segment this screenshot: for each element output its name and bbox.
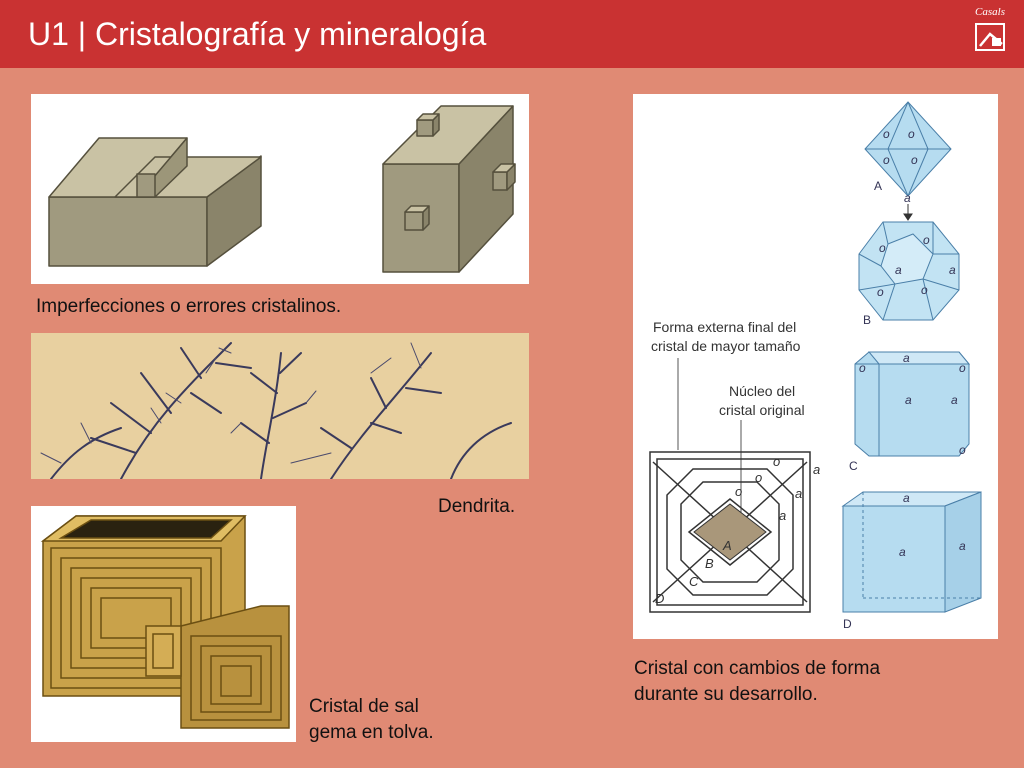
label-external-line1: Forma externa final del <box>653 319 796 335</box>
octahedron-face-o-3: o <box>883 153 890 167</box>
stageB-face-a-2: a <box>949 263 956 277</box>
arrow-label-a: a <box>904 191 911 205</box>
salt-crystal-figure <box>31 506 296 742</box>
stageC-face-a-side: a <box>951 393 958 407</box>
stageC-face-o-3: o <box>959 443 966 457</box>
stageB-face-a-1: a <box>895 263 902 277</box>
section-face-a-2: a <box>795 486 802 501</box>
stageD-face-a-top: a <box>903 491 910 505</box>
section-label-B: B <box>705 556 714 571</box>
octahedron-face-o-4: o <box>911 153 918 167</box>
section-face-o-3: o <box>735 484 742 499</box>
casals-logo: Casals <box>972 6 1008 54</box>
imperfections-figure <box>31 94 529 284</box>
crystal-growth-illustration: Forma externa final del cristal de mayor… <box>649 101 982 631</box>
stageC-face-o-1: o <box>859 361 866 375</box>
stageB-face-o-3: o <box>877 285 884 299</box>
growth-arrow <box>903 204 913 221</box>
growth-caption-line2: durante su desarrollo. <box>634 684 818 705</box>
salt-caption-line2: gema en tolva. <box>309 722 434 743</box>
label-external-line2: cristal de mayor tamaño <box>651 338 801 354</box>
label-nucleus-line2: cristal original <box>719 402 805 418</box>
crystal-growth-caption: Cristal con cambios de forma durante su … <box>634 656 880 708</box>
dendrite-photo <box>31 333 529 479</box>
stageB-face-o-2: o <box>923 233 930 247</box>
stage-label-D: D <box>843 617 852 631</box>
section-face-a-3: a <box>779 508 786 523</box>
stageD-face-a-side: a <box>959 539 966 553</box>
stageB-face-o-1: o <box>879 241 886 255</box>
logo-house-icon <box>975 23 1005 51</box>
salt-hopper-crystal-illustration <box>40 515 290 729</box>
dendrite-illustration <box>31 333 529 479</box>
stageB-face-o-4: o <box>921 283 928 297</box>
octahedron-face-o-2: o <box>908 127 915 141</box>
salt-crystal-caption: Cristal de sal gema en tolva. <box>309 694 434 746</box>
logo-text: Casals <box>975 6 1005 18</box>
growth-caption-line1: Cristal con cambios de forma <box>634 658 881 679</box>
stageD-face-a-front: a <box>899 545 906 559</box>
crystal-growth-figure: Forma externa final del cristal de mayor… <box>633 94 998 639</box>
stage-label-B: B <box>863 313 871 327</box>
imperfections-illustration <box>48 105 516 273</box>
section-face-o-1: o <box>773 454 780 469</box>
header-bar: U1 | Cristalografía y mineralogía Casals <box>0 0 1024 68</box>
label-nucleus-line1: Núcleo del <box>729 383 795 399</box>
dendrite-caption: Dendrita. <box>438 496 516 517</box>
section-face-a-1: a <box>813 462 820 477</box>
section-face-o-2: o <box>755 470 762 485</box>
stage-label-C: C <box>849 459 858 473</box>
stageC-face-o-2: o <box>959 361 966 375</box>
stage-label-A: A <box>874 179 882 193</box>
imperfections-caption: Imperfecciones o errores cristalinos. <box>36 296 342 317</box>
page-title: U1 | Cristalografía y mineralogía <box>28 16 487 52</box>
section-label-C: C <box>689 574 699 589</box>
salt-caption-line1: Cristal de sal <box>309 696 419 717</box>
stageC-face-a-front: a <box>905 393 912 407</box>
stageC-face-a-top: a <box>903 351 910 365</box>
octahedron-face-o-1: o <box>883 127 890 141</box>
section-label-D: D <box>655 591 664 606</box>
section-label-A: A <box>722 538 732 553</box>
